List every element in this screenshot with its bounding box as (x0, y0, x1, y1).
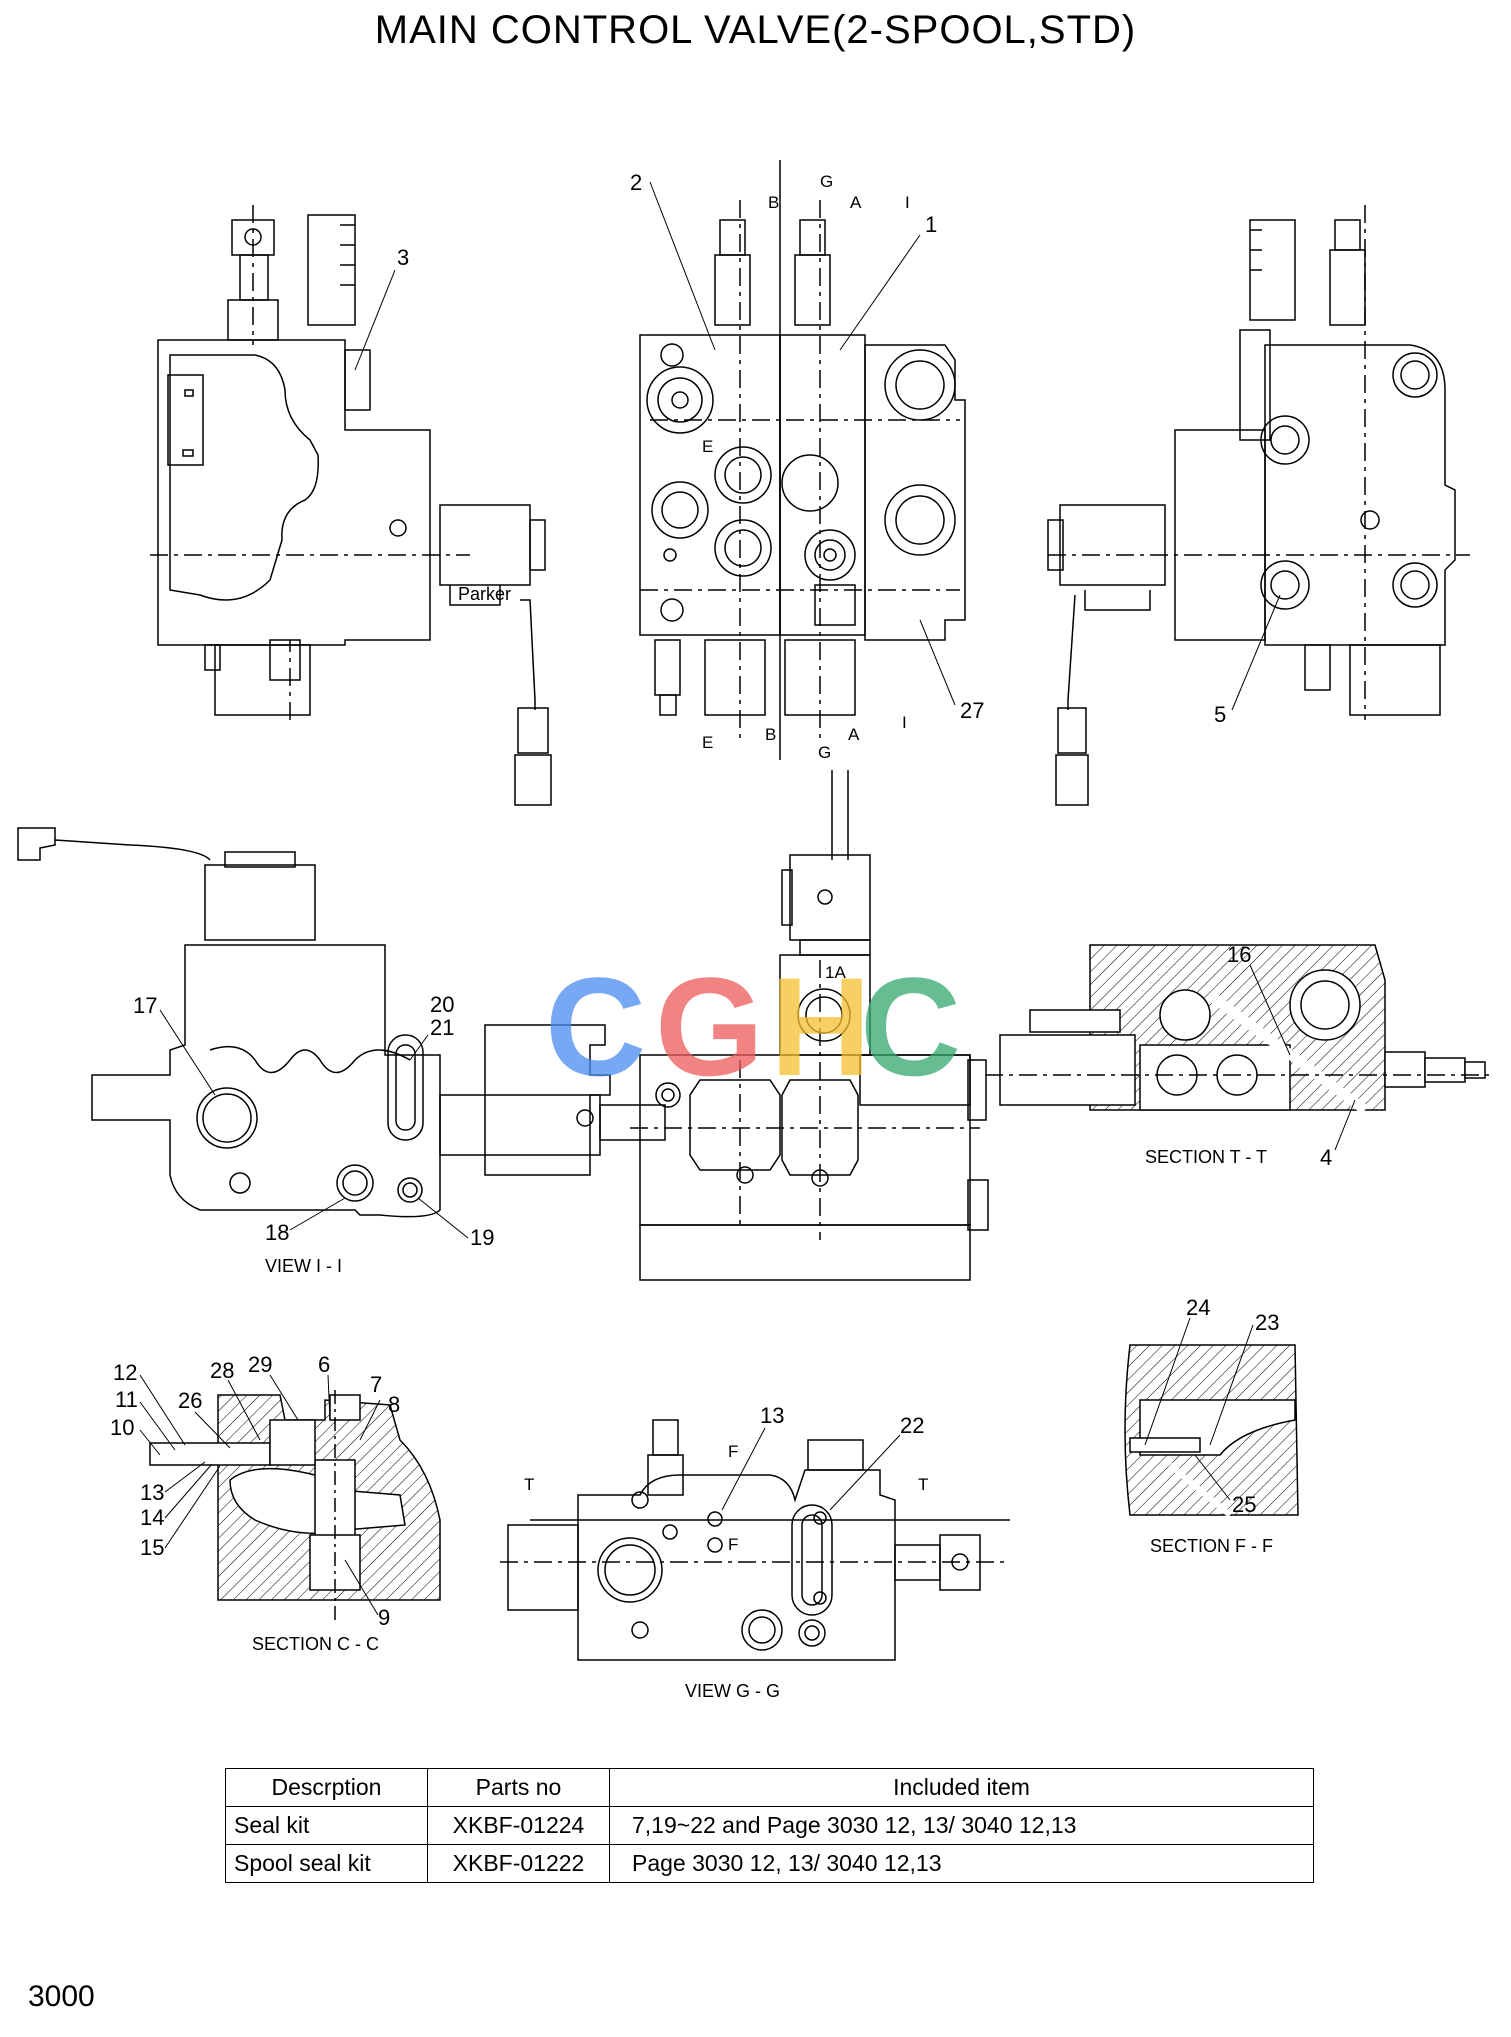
mark-f-top: F (728, 1442, 738, 1461)
callout-3: 3 (397, 245, 409, 270)
row-included-item: Page 3030 12, 13/ 3040 12,13 (609, 1844, 1314, 1883)
mark-a-top: A (850, 193, 862, 212)
center-side-view (630, 770, 989, 1281)
callout-24: 24 (1186, 1295, 1210, 1320)
caption-section-c: SECTION C - C (252, 1634, 379, 1654)
callout-4: 4 (1320, 1145, 1332, 1170)
mark-t-left: T (524, 1475, 534, 1494)
svg-text:G: G (655, 948, 764, 1105)
caption-view-g: VIEW G - G (685, 1681, 780, 1701)
page-title: MAIN CONTROL VALVE(2-SPOOL,STD) (374, 8, 1137, 52)
callout-6: 6 (318, 1352, 330, 1377)
mark-a-bottom: A (848, 725, 860, 744)
caption-section-t: SECTION T - T (1145, 1147, 1267, 1167)
callout-23: 23 (1255, 1310, 1279, 1335)
callout-2: 2 (630, 170, 642, 195)
callout-13-view-g: 13 (760, 1403, 784, 1428)
callout-20: 20 (430, 992, 454, 1017)
callout-17: 17 (133, 993, 157, 1018)
mark-i-top: I (905, 193, 910, 212)
svg-text:C: C (860, 948, 961, 1105)
callout-14: 14 (140, 1505, 164, 1530)
parts-table: Descrption Parts no Included item Seal k… (225, 1768, 1314, 1883)
mark-g-top: G (820, 172, 833, 191)
view-g-drawing (500, 1419, 1010, 1661)
row-description: Seal kit (225, 1806, 428, 1845)
mark-b-top: B (768, 193, 779, 212)
callout-28: 28 (210, 1358, 234, 1383)
callout-18: 18 (265, 1220, 289, 1245)
row-parts-no: XKBF-01224 (427, 1806, 610, 1845)
callout-7: 7 (370, 1372, 382, 1397)
callout-16: 16 (1227, 942, 1251, 967)
mark-g-bottom: G (818, 743, 831, 762)
section-t-drawing (985, 944, 1495, 1115)
view-i-drawing (17, 827, 666, 1218)
callout-15: 15 (140, 1535, 164, 1560)
callout-9: 9 (378, 1605, 390, 1630)
mark-b-bottom: B (765, 725, 776, 744)
row-included-item: 7,19~22 and Page 3030 12, 13/ 3040 12,13 (609, 1806, 1314, 1845)
mark-i-bottom: I (902, 713, 907, 732)
row-description: Spool seal kit (225, 1844, 428, 1883)
row-parts-no: XKBF-01222 (427, 1844, 610, 1883)
table-header-row: Descrption Parts no Included item (225, 1768, 1314, 1807)
table-row: Spool seal kit XKBF-01222 Page 3030 12, … (225, 1844, 1314, 1883)
callout-19: 19 (470, 1225, 494, 1250)
svg-text:C: C (545, 948, 646, 1105)
table-row: Seal kit XKBF-01224 7,19~22 and Page 303… (225, 1806, 1314, 1845)
caption-section-f: SECTION F - F (1150, 1536, 1273, 1556)
callout-29: 29 (248, 1352, 272, 1377)
callout-13-section-c: 13 (140, 1480, 164, 1505)
mark-1a: 1A (825, 963, 846, 982)
callout-21: 21 (430, 1015, 454, 1040)
callout-27: 27 (960, 698, 984, 723)
parker-brand-label: Parker (458, 584, 511, 604)
left-side-view (150, 205, 552, 806)
callout-12: 12 (113, 1360, 137, 1385)
callout-8: 8 (388, 1392, 400, 1417)
mark-e-mid: E (702, 437, 713, 456)
watermark-logo: C G H C (545, 948, 961, 1105)
callout-5: 5 (1214, 702, 1226, 727)
mark-e-bottom: E (702, 733, 713, 752)
right-side-view (1047, 205, 1470, 806)
callout-25: 25 (1232, 1492, 1256, 1517)
front-view (639, 160, 966, 760)
header-parts-no: Parts no (427, 1768, 610, 1807)
callout-26: 26 (178, 1388, 202, 1413)
header-description: Descrption (225, 1768, 428, 1807)
section-c-drawing (149, 1390, 441, 1620)
caption-view-i: VIEW I - I (265, 1256, 342, 1276)
svg-text:H: H (770, 948, 871, 1105)
mark-f-bottom: F (728, 1535, 738, 1554)
callout-22: 22 (900, 1413, 924, 1438)
mark-t-right: T (918, 1475, 928, 1494)
callout-1: 1 (925, 212, 937, 237)
section-f-drawing (1124, 1344, 1299, 1518)
callout-11: 11 (115, 1387, 138, 1412)
callout-10: 10 (110, 1415, 134, 1440)
header-included-item: Included item (609, 1768, 1314, 1807)
page-number: 3000 (28, 1980, 95, 2013)
